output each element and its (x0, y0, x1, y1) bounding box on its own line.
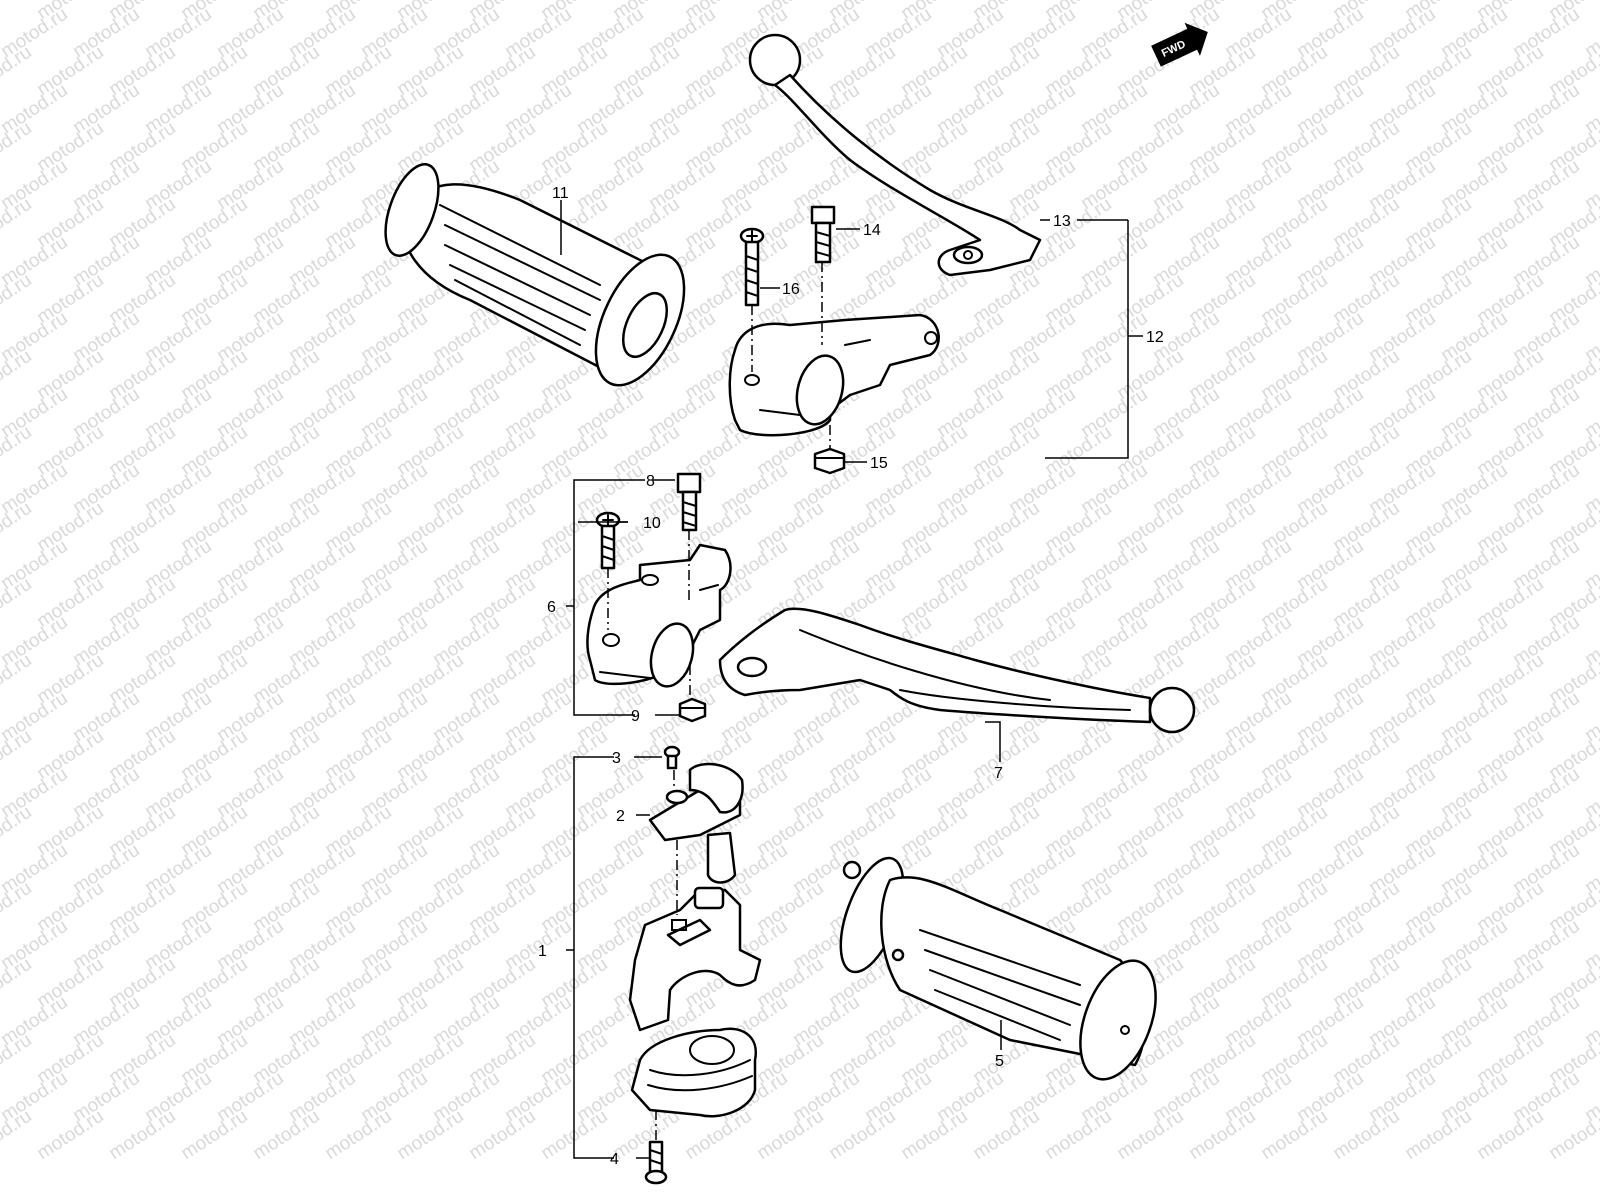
callout-6: 6 (547, 599, 556, 616)
watermark-text: motod.ru (1257, 1106, 1331, 1164)
callout-8: 8 (646, 473, 655, 490)
callout-3: 3 (612, 750, 621, 767)
watermark-text: motod.ru (0, 0, 36, 24)
fwd-direction-badge: FWD (1151, 22, 1208, 67)
callout-15: 15 (870, 455, 888, 472)
right-grip (839, 856, 1157, 1081)
watermark-text: motod.ru (1041, 1106, 1115, 1164)
watermark-text: motod.ru (1473, 1106, 1547, 1164)
callout-4: 4 (610, 1151, 619, 1168)
nut-15 (813, 447, 846, 475)
callout-12: 12 (1146, 329, 1164, 346)
watermark-text: motod.ru (1185, 1106, 1259, 1164)
callout-14: 14 (863, 222, 881, 239)
screw-10 (595, 511, 621, 570)
callout-2: 2 (616, 808, 625, 825)
screw-3 (663, 745, 681, 770)
leader-lines (560, 200, 1143, 1159)
watermark-text: motod.ru (321, 1106, 395, 1164)
nut-9 (678, 697, 707, 723)
watermark-text: motod.ru (393, 1106, 467, 1164)
callout-7: 7 (994, 765, 1003, 782)
callouts: 11 14 16 13 12 15 8 10 6 9 7 3 2 1 5 4 (538, 185, 1164, 1168)
watermark-text: motod.ru (609, 1106, 683, 1164)
screw-16 (739, 227, 765, 307)
watermark-text: motod.ru (1113, 1106, 1187, 1164)
lower-lever (718, 607, 1196, 734)
watermark-text: motod.ru (33, 1106, 107, 1164)
callout-5: 5 (995, 1053, 1004, 1070)
switch-housing (628, 745, 762, 1185)
clamp-plate-2 (648, 762, 744, 884)
upper-lever-holder (728, 313, 940, 437)
callout-9: 9 (631, 708, 640, 725)
watermark-text: motod.ru (465, 1106, 539, 1164)
watermark-text: motod.ru (177, 1106, 251, 1164)
watermark-text: motod.ru (249, 1106, 323, 1164)
left-grip (384, 163, 686, 387)
bolt-14 (810, 205, 836, 264)
watermark-text: motod.ru (1329, 1106, 1403, 1164)
callout-1: 1 (538, 943, 547, 960)
callout-10: 10 (643, 515, 661, 532)
lower-lever-holder (586, 543, 732, 688)
watermark-text: motod.ru (897, 1106, 971, 1164)
watermark-layer: motod.rumotod.rumotod.rumotod.rumotod.ru… (0, 0, 1600, 1164)
callout-11: 11 (552, 185, 569, 202)
watermark-text: motod.ru (969, 1106, 1043, 1164)
callout-13: 13 (1053, 213, 1071, 230)
callout-16: 16 (782, 281, 800, 298)
screw-4 (644, 1140, 668, 1185)
watermark-text: motod.ru (753, 1106, 827, 1164)
watermark-text: motod.ru (105, 1106, 179, 1164)
upper-lever (748, 33, 1042, 277)
watermark-text: motod.ru (1401, 1106, 1475, 1164)
bolt-8 (676, 472, 702, 532)
watermark-text: motod.ru (825, 1106, 899, 1164)
